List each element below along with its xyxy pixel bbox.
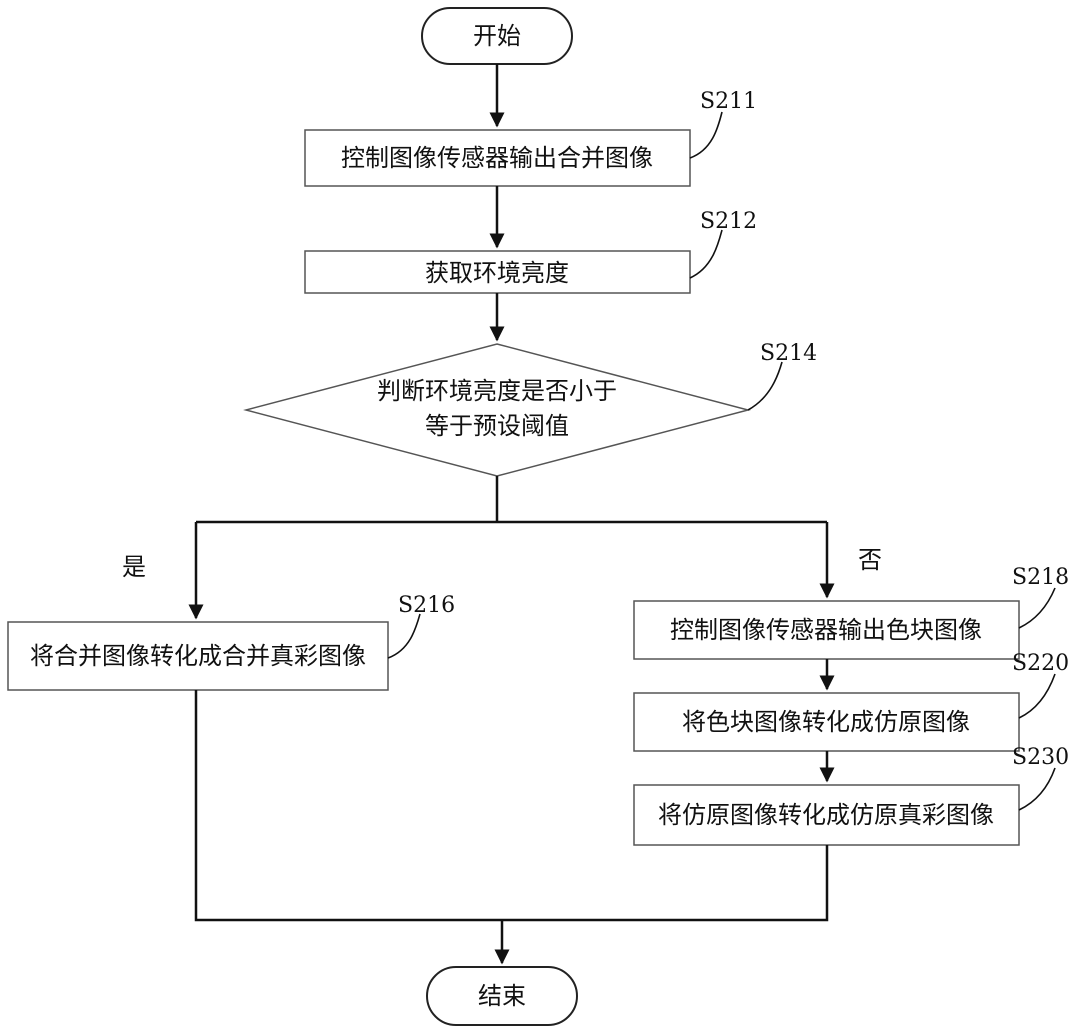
branch-no-label: 否 xyxy=(858,546,882,574)
step-s211: 控制图像传感器输出合并图像 S211 xyxy=(304,89,757,187)
step-s212-text: 获取环境亮度 xyxy=(425,259,569,287)
step-s218-id: S218 xyxy=(1012,565,1069,590)
start-terminator: 开始 xyxy=(421,7,573,65)
connector-decision-split xyxy=(196,476,827,524)
step-s212: 获取环境亮度 S212 xyxy=(304,209,757,294)
step-s211-text: 控制图像传感器输出合并图像 xyxy=(341,144,653,172)
decision-s214-id: S214 xyxy=(760,341,817,366)
end-terminator: 结束 xyxy=(426,966,578,1026)
step-s216-text: 将合并图像转化成合并真彩图像 xyxy=(30,642,366,670)
branch-yes-label: 是 xyxy=(122,553,146,581)
start-label: 开始 xyxy=(473,22,521,50)
step-s211-id: S211 xyxy=(700,89,757,114)
step-s220-text: 将色块图像转化成仿原图像 xyxy=(682,708,970,736)
step-s218-text: 控制图像传感器输出色块图像 xyxy=(670,616,982,644)
connector-merge xyxy=(194,690,829,922)
end-label: 结束 xyxy=(478,982,526,1010)
decision-s214: 判断环境亮度是否小于 等于预设阈值 S214 xyxy=(243,341,817,477)
decision-s214-line1: 判断环境亮度是否小于 xyxy=(377,377,617,405)
step-s212-id: S212 xyxy=(700,209,757,234)
step-s230-id: S230 xyxy=(1012,745,1069,770)
step-s220-id: S220 xyxy=(1012,651,1069,676)
step-s218: 控制图像传感器输出色块图像 S218 xyxy=(633,565,1069,660)
step-s216-id: S216 xyxy=(398,593,455,618)
decision-s214-line2: 等于预设阈值 xyxy=(425,412,569,440)
step-s220: 将色块图像转化成仿原图像 S220 xyxy=(633,651,1069,752)
step-s230: 将仿原图像转化成仿原真彩图像 S230 xyxy=(633,745,1069,846)
step-s216: 将合并图像转化成合并真彩图像 S216 xyxy=(7,593,455,691)
step-s230-text: 将仿原图像转化成仿原真彩图像 xyxy=(658,801,994,829)
